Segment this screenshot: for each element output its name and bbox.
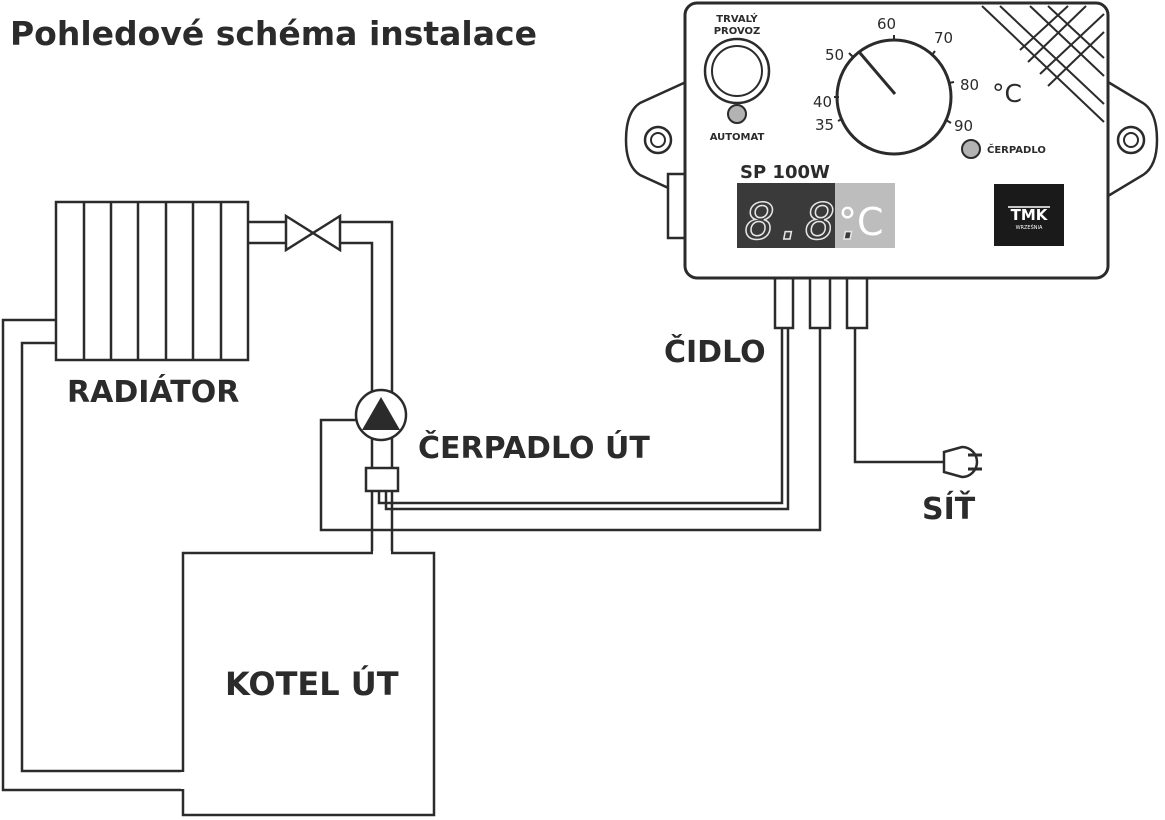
automat-label: AUTOMAT <box>710 132 765 143</box>
pump-label: ČERPADLO ÚT <box>418 429 650 466</box>
display-unit: °C <box>838 200 884 244</box>
dial-tick-label: 35 <box>815 116 834 134</box>
dial-tick-label: 70 <box>934 29 953 47</box>
pipes <box>1 220 394 792</box>
automat-led <box>727 104 747 124</box>
pump-led-label: ČERPADLO <box>987 143 1046 156</box>
dial-unit: °C <box>992 79 1022 108</box>
dial-tick-label: 90 <box>954 117 973 135</box>
dial-scale: 35 40 50 60 70 80 90 <box>813 15 979 135</box>
mains-label: SÍŤ <box>922 490 976 527</box>
cables <box>319 328 944 532</box>
dial-tick-label: 60 <box>877 15 896 33</box>
diagram-title: Pohledové schéma instalace <box>10 14 537 53</box>
temperature-sensor <box>364 466 400 493</box>
display-digits: 8.8. <box>745 193 865 251</box>
dial-tick-label: 80 <box>960 76 979 94</box>
brand-subtitle: WRZEŚNIA <box>1016 224 1043 231</box>
pump-led <box>961 139 981 159</box>
brand-logo: TMK WRZEŚNIA <box>994 184 1064 246</box>
boiler: KOTEL ÚT <box>181 551 436 817</box>
radiator <box>54 200 250 362</box>
model-name: SP 100W <box>740 162 830 183</box>
boiler-label: KOTEL ÚT <box>225 664 399 703</box>
permanent-run-label-1: TRVALÝ <box>716 12 758 25</box>
dial-tick-label: 50 <box>825 46 844 64</box>
led-display: 8.8. °C <box>737 183 895 252</box>
permanent-run-label-2: PROVOZ <box>714 26 761 37</box>
mains-plug-icon <box>942 445 982 479</box>
temperature-dial[interactable] <box>834 35 955 156</box>
valve-icon <box>284 213 342 253</box>
brand-name: TMK <box>1011 206 1049 224</box>
pump-icon <box>354 388 408 442</box>
dial-tick-label: 40 <box>813 93 832 111</box>
dial-pointer <box>858 52 897 95</box>
permanent-run-button[interactable] <box>703 37 771 105</box>
radiator-label: RADIÁTOR <box>67 374 239 410</box>
sensor-label: ČIDLO <box>664 333 766 370</box>
